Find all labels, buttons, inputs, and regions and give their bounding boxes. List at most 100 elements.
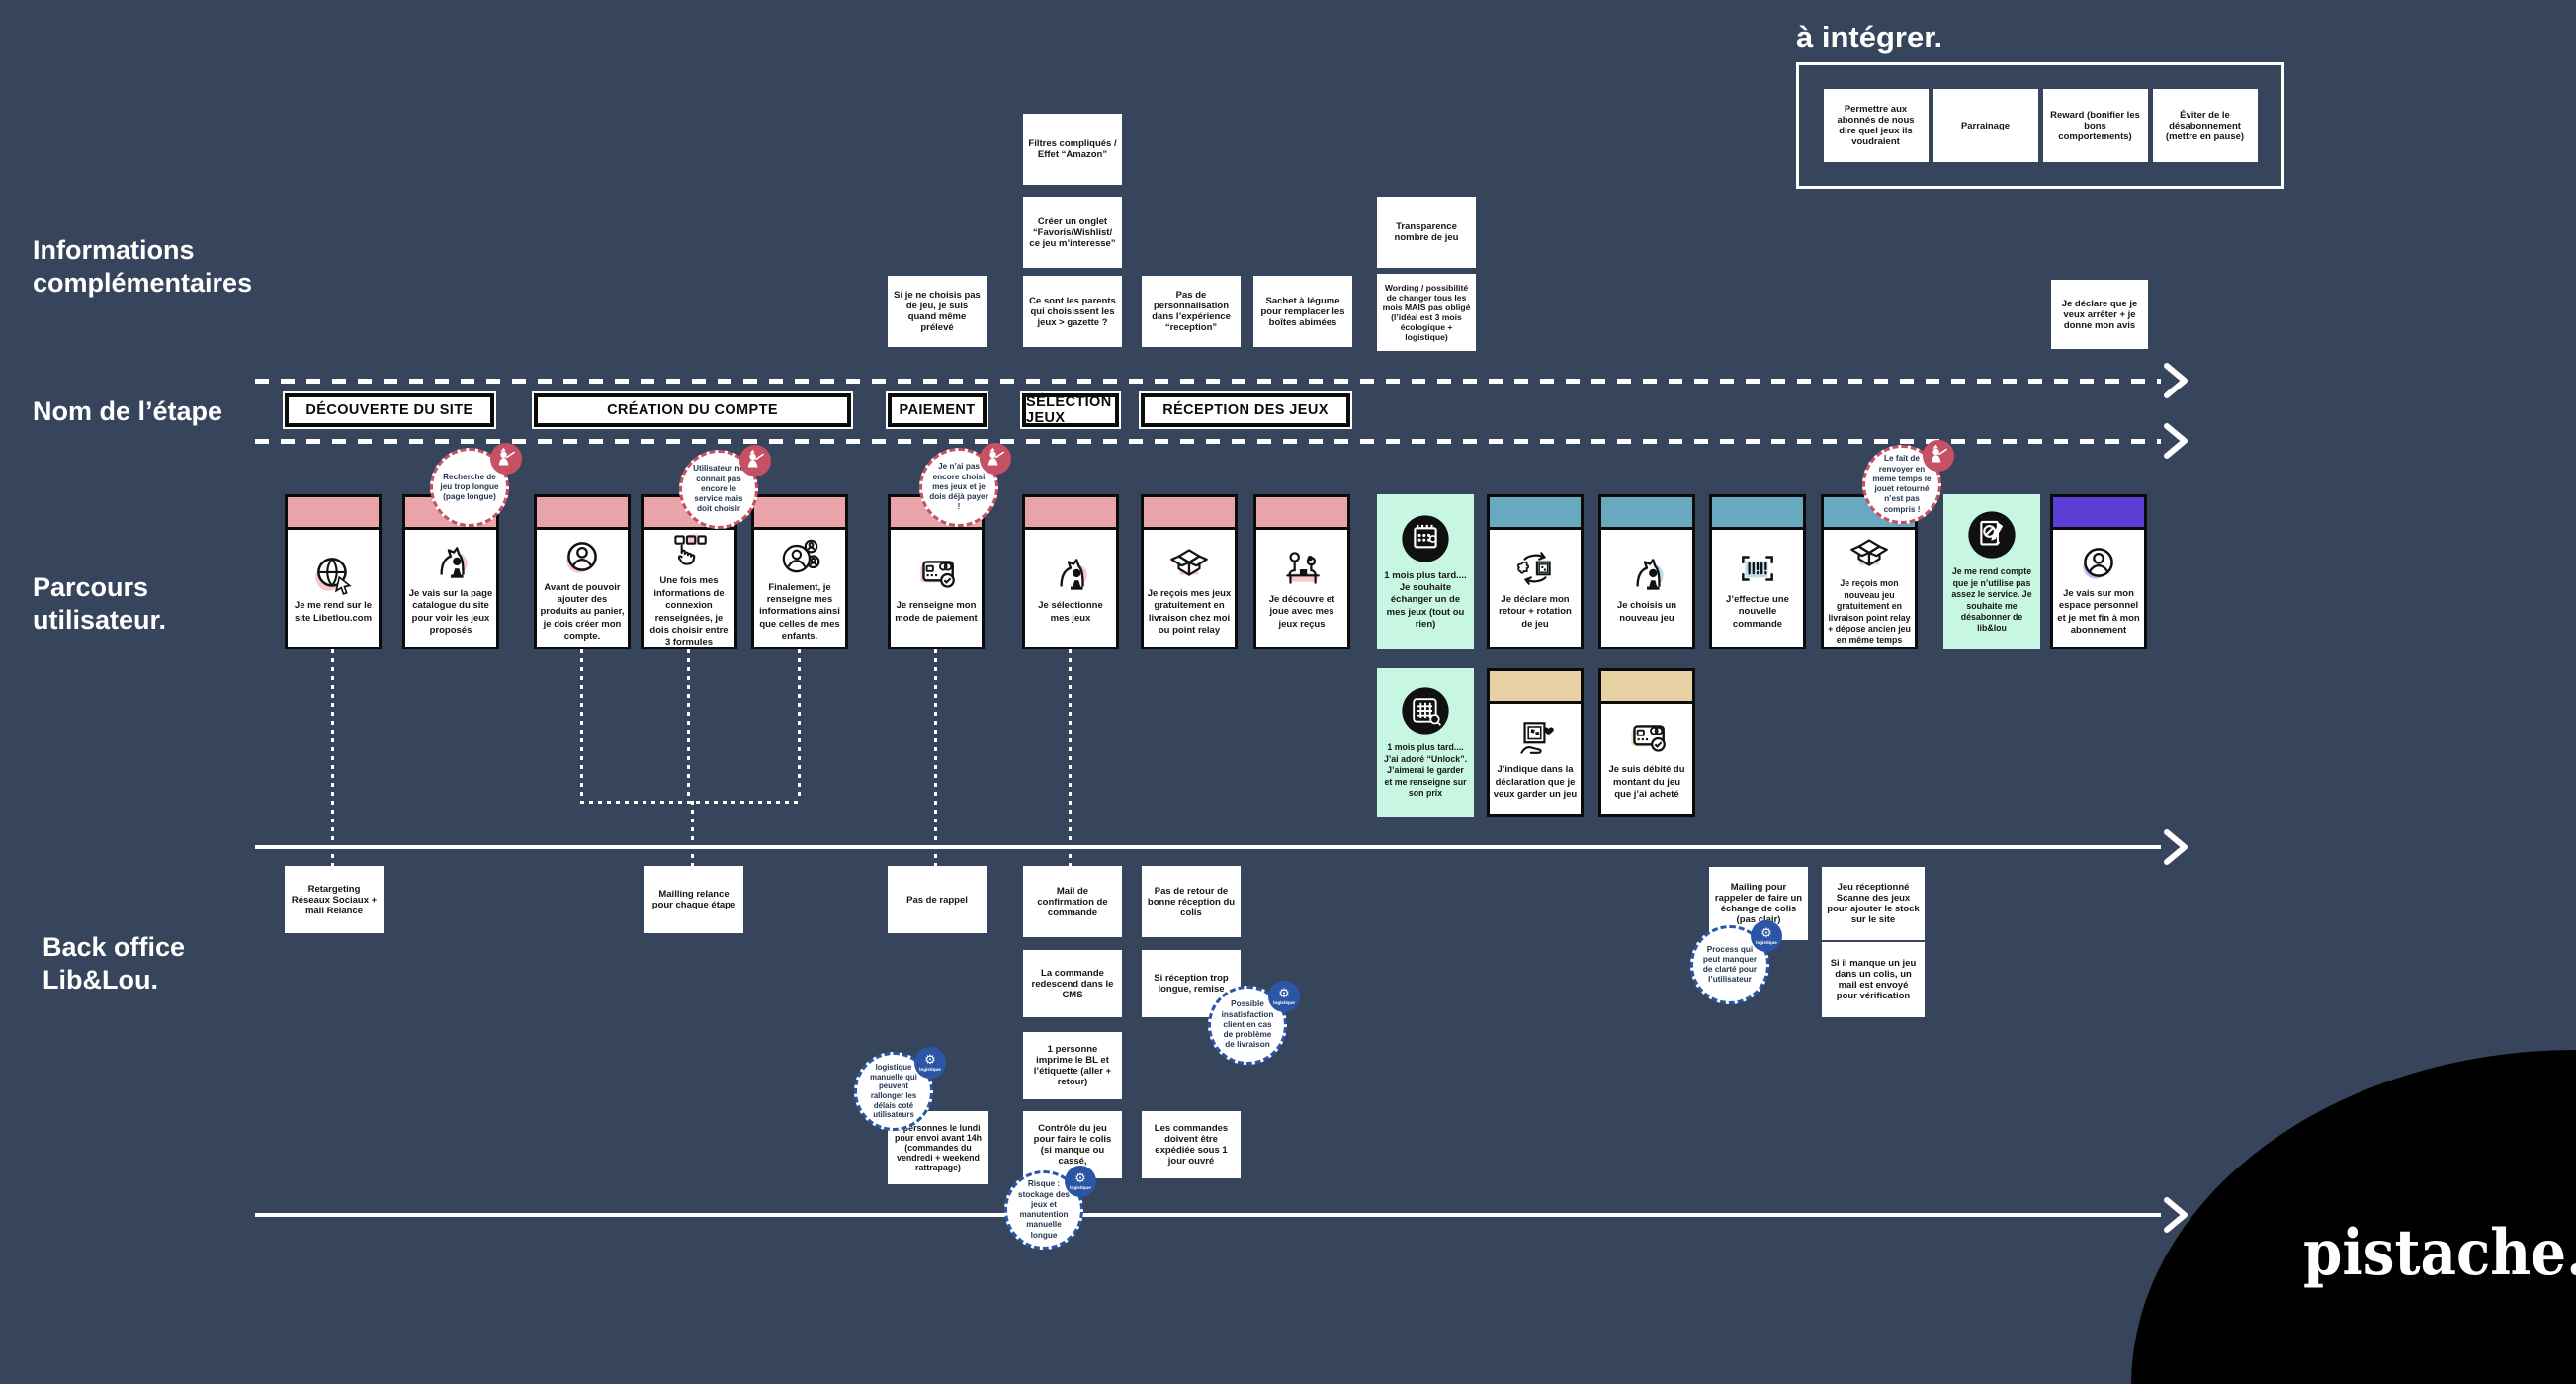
calendar-icon [1400, 513, 1451, 564]
logistics-badge-icon: ⚙logistique [1751, 920, 1782, 952]
stage-dashed-line-bottom [255, 439, 2161, 444]
risk-bubble[interactable]: Process qui peut manquer de clarté pour … [1690, 920, 1782, 1004]
backoffice-arrow-line [255, 845, 2161, 849]
backoffice-note[interactable]: 4 personnes le lundi pour envoi avant 14… [888, 1111, 988, 1184]
chess-icon [428, 540, 473, 585]
integrate-box: Permettre aux abonnés de nous dire quel … [1796, 62, 2284, 189]
card-header [1601, 497, 1692, 530]
persona-badge-icon [1923, 440, 1954, 472]
integrate-card[interactable]: Reward (bonifier les bons comportements) [2042, 89, 2148, 162]
dotted-connector [580, 801, 800, 804]
users-group-icon [777, 534, 822, 579]
info-note[interactable]: Créer un onglet “Favoris/Wishlist/ ce je… [1023, 197, 1122, 268]
info-note[interactable]: Wording / possibilité de changer tous le… [1377, 274, 1476, 351]
risk-bubble[interactable]: Possible insatisfaction client en cas de… [1208, 981, 1300, 1065]
integrate-card[interactable]: Permettre aux abonnés de nous dire quel … [1823, 89, 1929, 162]
logistics-badge-icon: ⚙logistique [1065, 1166, 1096, 1197]
barcode-icon [1735, 546, 1780, 591]
info-note[interactable]: Je déclare que je veux arrêter + je donn… [2051, 280, 2148, 349]
card-header [1601, 671, 1692, 704]
integrate-title: à intégrer. [1796, 20, 1943, 54]
user-icon [2076, 540, 2121, 585]
journey-card[interactable]: Je sélectionne mes jeux [1022, 494, 1119, 649]
stage-decouverte[interactable]: DÉCOUVERTE DU SITE [285, 393, 494, 427]
globe-icon [310, 552, 356, 597]
info-note[interactable]: Transparence nombre de jeu [1377, 197, 1476, 268]
dotted-connector [1069, 649, 1072, 866]
board-hand-heart-icon [1512, 716, 1558, 761]
journey-card-mint[interactable]: Je me rend compte que je n’utilise pas a… [1943, 494, 2040, 649]
open-box-icon [1166, 540, 1212, 585]
credit-card-icon [1624, 716, 1670, 761]
pain-point-bubble[interactable]: Utilisateur ne connait pas encore le ser… [679, 445, 771, 529]
card-header [2053, 497, 2144, 530]
journey-card[interactable]: J’indique dans la déclaration que je veu… [1487, 668, 1584, 817]
backoffice-note[interactable]: 1 personne imprime le BL et l’étiquette … [1023, 1032, 1122, 1099]
info-note[interactable]: Sachet à légume pour remplacer les boîte… [1253, 276, 1352, 347]
info-note[interactable]: Si je ne choisis pas de jeu, je suis qua… [888, 276, 987, 347]
backoffice-note[interactable]: Mailling relance pour chaque étape [644, 866, 743, 933]
journey-card[interactable]: Je découvre et joue avec mes jeux reçus [1253, 494, 1350, 649]
risk-bubble[interactable]: logistique manuelle qui peuvent rallonge… [854, 1047, 946, 1131]
board-magnifier-icon [1400, 685, 1451, 736]
pain-point-bubble[interactable]: Le fait de renvoyer en même temps le jou… [1862, 440, 1954, 524]
backoffice-note[interactable]: Pas de retour de bonne réception du coli… [1142, 866, 1241, 937]
arrow-head-icon [2164, 1197, 2188, 1233]
card-header [288, 497, 379, 530]
dotted-connector [798, 649, 801, 801]
integrate-card[interactable]: Éviter de le désabonnement (mettre en pa… [2152, 89, 2258, 162]
backoffice-note[interactable]: Si il manque un jeu dans un colis, un ma… [1822, 942, 1925, 1017]
row-label-parcours: Parcours utilisateur. [33, 572, 167, 635]
stage-creation-compte[interactable]: CRÉATION DU COMPTE [534, 393, 851, 427]
backoffice-note[interactable]: Pas de rappel [888, 866, 987, 933]
integrate-card[interactable]: Parrainage [1932, 89, 2038, 162]
credit-card-icon [913, 552, 959, 597]
backoffice-note[interactable]: Jeu réceptionné Scanne des jeux pour ajo… [1822, 867, 1925, 940]
journey-card[interactable]: Je reçois mes jeux gratuitement en livra… [1141, 494, 1238, 649]
journey-card[interactable]: Finalement, je renseigne mes information… [751, 494, 848, 649]
dotted-connector [580, 649, 583, 801]
info-note[interactable]: Ce sont les parents qui choisissent les … [1023, 276, 1122, 347]
backoffice-arrow-line [255, 1213, 2161, 1217]
journey-card[interactable]: Je vais sur mon espace personnel et je m… [2050, 494, 2147, 649]
journey-card[interactable]: Je me rend sur le site Libetlou.com [285, 494, 382, 649]
arrow-head-icon [2164, 829, 2188, 865]
open-box-icon [1846, 530, 1892, 575]
info-note[interactable]: Pas de personnalisation dans l’expérienc… [1142, 276, 1241, 347]
arrow-head-icon [2164, 363, 2188, 398]
backoffice-note[interactable]: La commande redescend dans le CMS [1023, 950, 1122, 1017]
journey-card[interactable]: Avant de pouvoir ajouter des produits au… [534, 494, 631, 649]
journey-card[interactable]: Je choisis un nouveau jeu [1598, 494, 1695, 649]
journey-card[interactable]: Je déclare mon retour + rotation de jeu [1487, 494, 1584, 649]
backoffice-note[interactable]: Mail de confirmation de commande [1023, 866, 1122, 937]
stage-reception-jeux[interactable]: RÉCEPTION DES JEUX [1141, 393, 1350, 427]
risk-bubble[interactable]: Risque : stockage des jeux et manutentio… [1004, 1166, 1096, 1250]
journey-card[interactable]: Je suis débité du montant du jeu que j’a… [1598, 668, 1695, 817]
pain-point-bubble[interactable]: Je n’ai pas encore choisi mes jeux et je… [919, 443, 1011, 527]
pistache-logo: pistache. [2303, 1216, 2576, 1290]
backoffice-note[interactable]: Retargeting Réseaux Sociaux + mail Relan… [285, 866, 384, 933]
dotted-connector [687, 649, 690, 801]
pain-point-bubble[interactable]: Recherche de jeu trop longue (page longu… [430, 443, 522, 527]
logistics-badge-icon: ⚙logistique [914, 1047, 946, 1079]
logistics-badge-icon: ⚙logistique [1268, 981, 1300, 1012]
card-header [1025, 497, 1116, 530]
info-note[interactable]: Filtres compliqués / Effet “Amazon” [1023, 114, 1122, 185]
unsubscribe-icon [1966, 509, 2018, 561]
journey-card-mint[interactable]: 1 mois plus tard.... Je souhaite échange… [1377, 494, 1474, 649]
journey-card[interactable]: J’effectue une nouvelle commande [1709, 494, 1806, 649]
card-header [537, 497, 628, 530]
journey-card-mint[interactable]: 1 mois plus tard.... J’ai adoré “Unlock”… [1377, 668, 1474, 817]
backoffice-note[interactable]: Les commandes doivent être expédiée sous… [1142, 1111, 1241, 1178]
card-header [1256, 497, 1347, 530]
stage-paiement[interactable]: PAIEMENT [888, 393, 987, 427]
click-hand-icon [666, 527, 712, 572]
stage-selection-jeux[interactable]: SÉLECTION JEUX [1022, 393, 1119, 427]
card-header [1490, 497, 1581, 530]
card-header [1490, 671, 1581, 704]
swap-return-icon [1512, 546, 1558, 591]
row-label-backoffice: Back office Lib&Lou. [43, 932, 186, 995]
stage-dashed-line-top [255, 379, 2161, 384]
backoffice-note[interactable]: Si réception trop longue, remise [1142, 950, 1241, 1017]
